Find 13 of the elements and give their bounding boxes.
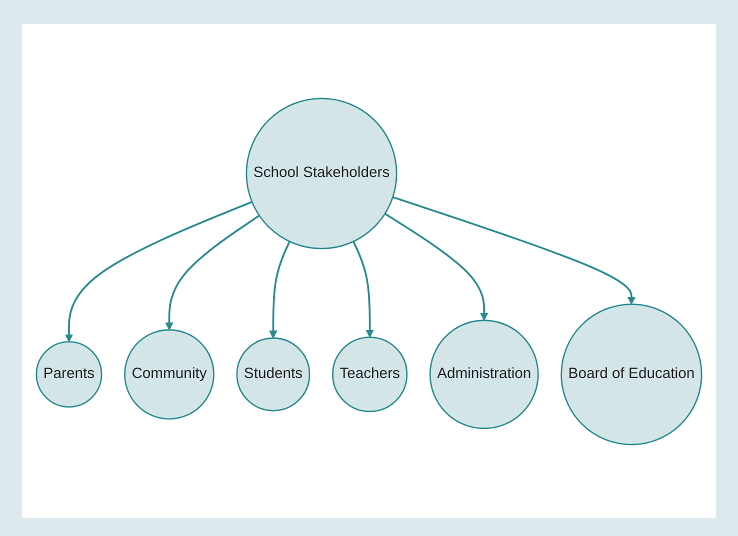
node-circle: Community — [124, 328, 214, 420]
node-circle: Teachers — [332, 336, 408, 412]
arrow — [165, 214, 260, 330]
arrow — [269, 240, 290, 338]
node-circle: Board of Education — [560, 303, 702, 445]
arrow — [392, 196, 636, 304]
node-circle: Administration — [429, 319, 539, 429]
node-circle: Parents — [36, 340, 102, 408]
arrow — [384, 212, 488, 320]
node-circle: School Stakeholders — [246, 97, 398, 249]
arrow — [64, 200, 252, 342]
node-circle: Students — [236, 336, 310, 411]
arrow — [352, 240, 374, 338]
